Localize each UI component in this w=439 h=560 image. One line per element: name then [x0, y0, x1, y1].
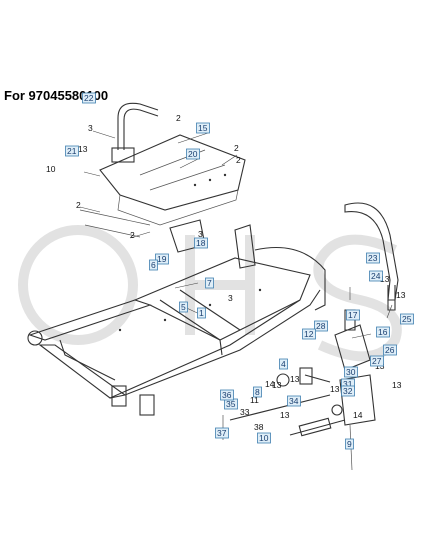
part-number-text: 28 — [316, 321, 326, 331]
part-number-callout: 36 — [220, 389, 234, 401]
part-number-text: 27 — [372, 356, 382, 366]
part-number-label: 13 — [396, 290, 406, 300]
part-number-text: 8 — [255, 387, 260, 397]
part-number-text: 15 — [198, 123, 208, 133]
part-number-text: 18 — [196, 238, 206, 248]
part-number-label: 3 — [88, 123, 93, 133]
part-number-callout: 21 — [65, 145, 79, 157]
part-number-label: 13 — [330, 384, 340, 394]
main-frame — [27, 224, 326, 416]
part-number-label: 13 — [290, 374, 300, 384]
part-number-callout: 34 — [287, 395, 301, 407]
part-number-text: 26 — [385, 345, 395, 355]
part-number-text: 20 — [188, 149, 198, 159]
part-number-text: 6 — [151, 260, 156, 270]
part-number-callout: 19 — [155, 253, 169, 265]
part-number-text: 32 — [343, 386, 353, 396]
part-number-callout: 5 — [179, 301, 188, 313]
part-number-callout: 6 — [149, 259, 158, 271]
part-number-label: 2 — [234, 143, 239, 153]
callout-labels: 3213102223213313141113383314131313131322… — [46, 92, 414, 450]
part-number-text: 31 — [343, 379, 353, 389]
part-number-callout: 1 — [197, 307, 206, 319]
part-number-text: 7 — [207, 278, 212, 288]
part-number-text: 16 — [378, 327, 388, 337]
diagram-title: For 97045580100 — [4, 88, 109, 103]
part-number-text: 21 — [67, 146, 77, 156]
part-number-callout: 37 — [215, 427, 229, 439]
part-number-callout: 26 — [383, 344, 397, 356]
part-number-text: 30 — [346, 367, 356, 377]
part-number-callout: 7 — [205, 277, 214, 289]
part-number-text: 24 — [371, 271, 381, 281]
control-handle — [111, 102, 159, 163]
part-number-label: 13 — [392, 380, 402, 390]
part-number-label: 14 — [265, 379, 275, 389]
part-number-callout: 17 — [346, 309, 360, 321]
part-number-label: 2 — [176, 113, 181, 123]
part-number-callout: 24 — [369, 270, 383, 282]
part-number-text: 37 — [217, 428, 227, 438]
part-number-callout: 23 — [366, 252, 380, 264]
part-number-callout: 20 — [186, 148, 200, 160]
part-number-text: 5 — [181, 302, 186, 312]
part-number-label: 3 — [198, 229, 203, 239]
part-number-text: 34 — [289, 396, 299, 406]
part-number-callout: 22 — [82, 92, 96, 104]
part-number-text: 25 — [402, 314, 412, 324]
part-number-label: 13 — [272, 380, 282, 390]
part-number-label: 13 — [280, 410, 290, 420]
part-number-text: 9 — [347, 439, 352, 449]
watermark-logo — [18, 225, 402, 362]
part-number-text: 23 — [368, 253, 378, 263]
part-number-label: 3 — [228, 293, 233, 303]
part-number-text: 4 — [281, 359, 286, 369]
part-number-label: 11 — [250, 395, 259, 405]
part-number-callout: 28 — [314, 320, 328, 332]
part-number-callout: 27 — [370, 355, 384, 367]
part-number-label: 13 — [78, 144, 88, 154]
part-number-label: 33 — [240, 407, 250, 417]
part-number-callout: 25 — [400, 313, 414, 325]
part-number-label: 2 — [76, 200, 81, 210]
part-number-text: 22 — [84, 93, 94, 103]
part-number-callout: 15 — [196, 122, 210, 134]
part-number-callout: 9 — [345, 438, 354, 450]
part-number-text: 1 — [199, 308, 204, 318]
part-number-text: 12 — [304, 329, 314, 339]
part-number-text: 17 — [348, 310, 358, 320]
part-number-label: 38 — [254, 422, 264, 432]
part-number-callout: 32 — [341, 385, 355, 397]
part-number-callout: 30 — [344, 366, 358, 378]
part-number-callout: 12 — [302, 328, 316, 340]
part-number-label: 13 — [380, 274, 390, 284]
part-number-text: 35 — [226, 399, 236, 409]
part-number-text: 10 — [259, 433, 269, 443]
part-number-callout: 18 — [194, 237, 208, 249]
part-number-text: 36 — [222, 390, 232, 400]
part-number-label: 2 — [236, 155, 241, 165]
part-number-label: 2 — [130, 230, 135, 240]
part-number-text: 19 — [157, 254, 167, 264]
part-number-callout: 4 — [279, 358, 288, 370]
part-number-callout: 10 — [257, 432, 271, 444]
part-number-label: 14 — [353, 410, 363, 420]
part-number-callout: 35 — [224, 398, 238, 410]
part-number-callout: 8 — [253, 386, 262, 398]
right-lever — [344, 202, 399, 311]
part-number-callout: 16 — [376, 326, 390, 338]
part-number-label: 10 — [46, 164, 56, 174]
